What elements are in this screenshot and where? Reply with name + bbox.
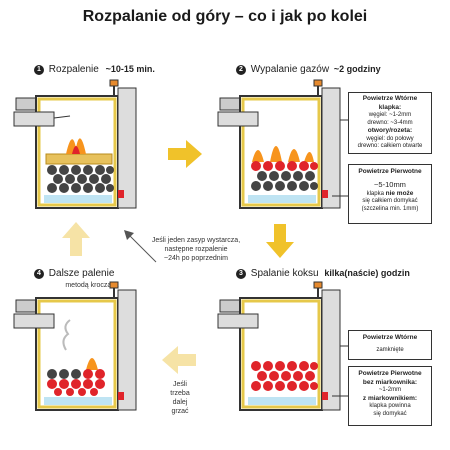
box-2-secondary-air: Powietrze Wtórne klapka: węgiel: ~1-2mm …: [348, 92, 432, 154]
cycle-note-line-2: następne rozpalenie: [164, 246, 228, 253]
cycle-note-line-1: Jeśli jeden zasyp wystarcza,: [151, 237, 241, 244]
cycle-note-line-3: ~24h po poprzednim: [163, 255, 229, 262]
box-2-secondary-line-1: węgiel: ~1-2mm: [368, 112, 412, 118]
step-3-title: Spalanie koksu: [250, 268, 319, 279]
box-3-primary-sub-2: z miarkownikiem:: [362, 394, 418, 402]
box-3-secondary-air: Powietrze Wtórne zamknięte: [348, 330, 432, 360]
boiler-3: [217, 281, 341, 411]
arrow-down-icon: [266, 224, 294, 258]
box-2-secondary-subtitle-2: otwory/rozeta:: [367, 127, 413, 134]
step-1-time: ~10-15 min.: [105, 64, 155, 74]
arrow-left-icon: [162, 346, 196, 374]
boiler-2: [217, 79, 341, 209]
step-2-label: 2 Wypalanie gazów ~2 godziny: [236, 64, 381, 75]
step-2-time: ~2 godziny: [333, 64, 381, 74]
box-2-primary-line-1: klapka nie może: [349, 190, 431, 199]
step-3-label: 3 Spalanie koksu kilka(naście) godzin: [236, 268, 410, 279]
reheat-note: Jeśli trzeba dalej grzać: [164, 380, 196, 416]
box-3-primary-title: Powietrze Pierwotne: [358, 370, 422, 377]
step-2-title: Wypalanie gazów: [250, 64, 330, 75]
box-2-primary-air: Powietrze Pierwotne ~5-10mm klapka nie m…: [348, 164, 432, 224]
arrow-up-icon: [62, 222, 90, 256]
cycle-note: Jeśli jeden zasyp wystarcza, następne ro…: [148, 236, 244, 263]
boiler-1: [13, 79, 137, 209]
box-2-secondary-line-3: węgiel: do połowy: [366, 135, 414, 142]
step-2-number: 2: [236, 65, 246, 75]
box-2-primary-title: Powietrze Pierwotne: [358, 168, 422, 175]
box-2-primary-line-1a: klapka: [366, 190, 386, 197]
box-3-primary-value-1: ~1-2mm: [378, 387, 402, 393]
step-4-sublabel: metodą kroczącą: [65, 282, 119, 289]
arrow-diagonal-icon: [124, 230, 157, 263]
step-4-title: Dalsze palenie: [48, 268, 115, 279]
box-2-secondary-subtitle: klapka:: [378, 103, 402, 111]
reheat-note-line-2: dalej grzać: [171, 399, 189, 415]
step-4-number: 4: [34, 269, 44, 279]
box-2-primary-line-2: się całkiem domykać: [362, 198, 418, 204]
step-4-label: 4 Dalsze palenie: [34, 268, 114, 279]
arrow-right-icon: [168, 140, 202, 168]
step-1-number: 1: [34, 65, 44, 75]
boiler-4: [13, 281, 137, 411]
box-3-primary-air: Powietrze Pierwotne bez miarkownika: ~1-…: [348, 366, 432, 426]
box-2-primary-value: ~5-10mm: [374, 179, 406, 189]
step-1-title: Rozpalenie: [48, 64, 99, 75]
box-3-secondary-title: Powietrze Wtórne: [362, 334, 418, 341]
box-3-primary-value-2b: się domykać: [373, 410, 407, 417]
step-3-number: 3: [236, 269, 246, 279]
reheat-note-line-1: Jeśli trzeba: [170, 381, 190, 397]
box-2-primary-line-1b: nie może: [385, 189, 414, 197]
box-2-secondary-line-4: drewno: całkiem otwarte: [357, 143, 423, 149]
box-3-primary-sub-1: bez miarkownika:: [362, 378, 418, 386]
page-title: Rozpalanie od góry – co i jak po kolei: [82, 8, 368, 25]
box-3-secondary-value: zamknięte: [376, 346, 404, 353]
step-1-label: 1 Rozpalenie ~10-15 min.: [34, 64, 155, 75]
box-2-primary-line-3: (szczelina min. 1mm): [361, 205, 419, 212]
box-3-primary-value-2a: klapka powinna: [369, 403, 411, 409]
box-2-secondary-line-2: drewno: ~3-4mm: [367, 119, 413, 126]
step-3-time: kilka(naście) godzin: [324, 268, 410, 278]
box-2-secondary-title: Powietrze Wtórne: [362, 95, 418, 102]
